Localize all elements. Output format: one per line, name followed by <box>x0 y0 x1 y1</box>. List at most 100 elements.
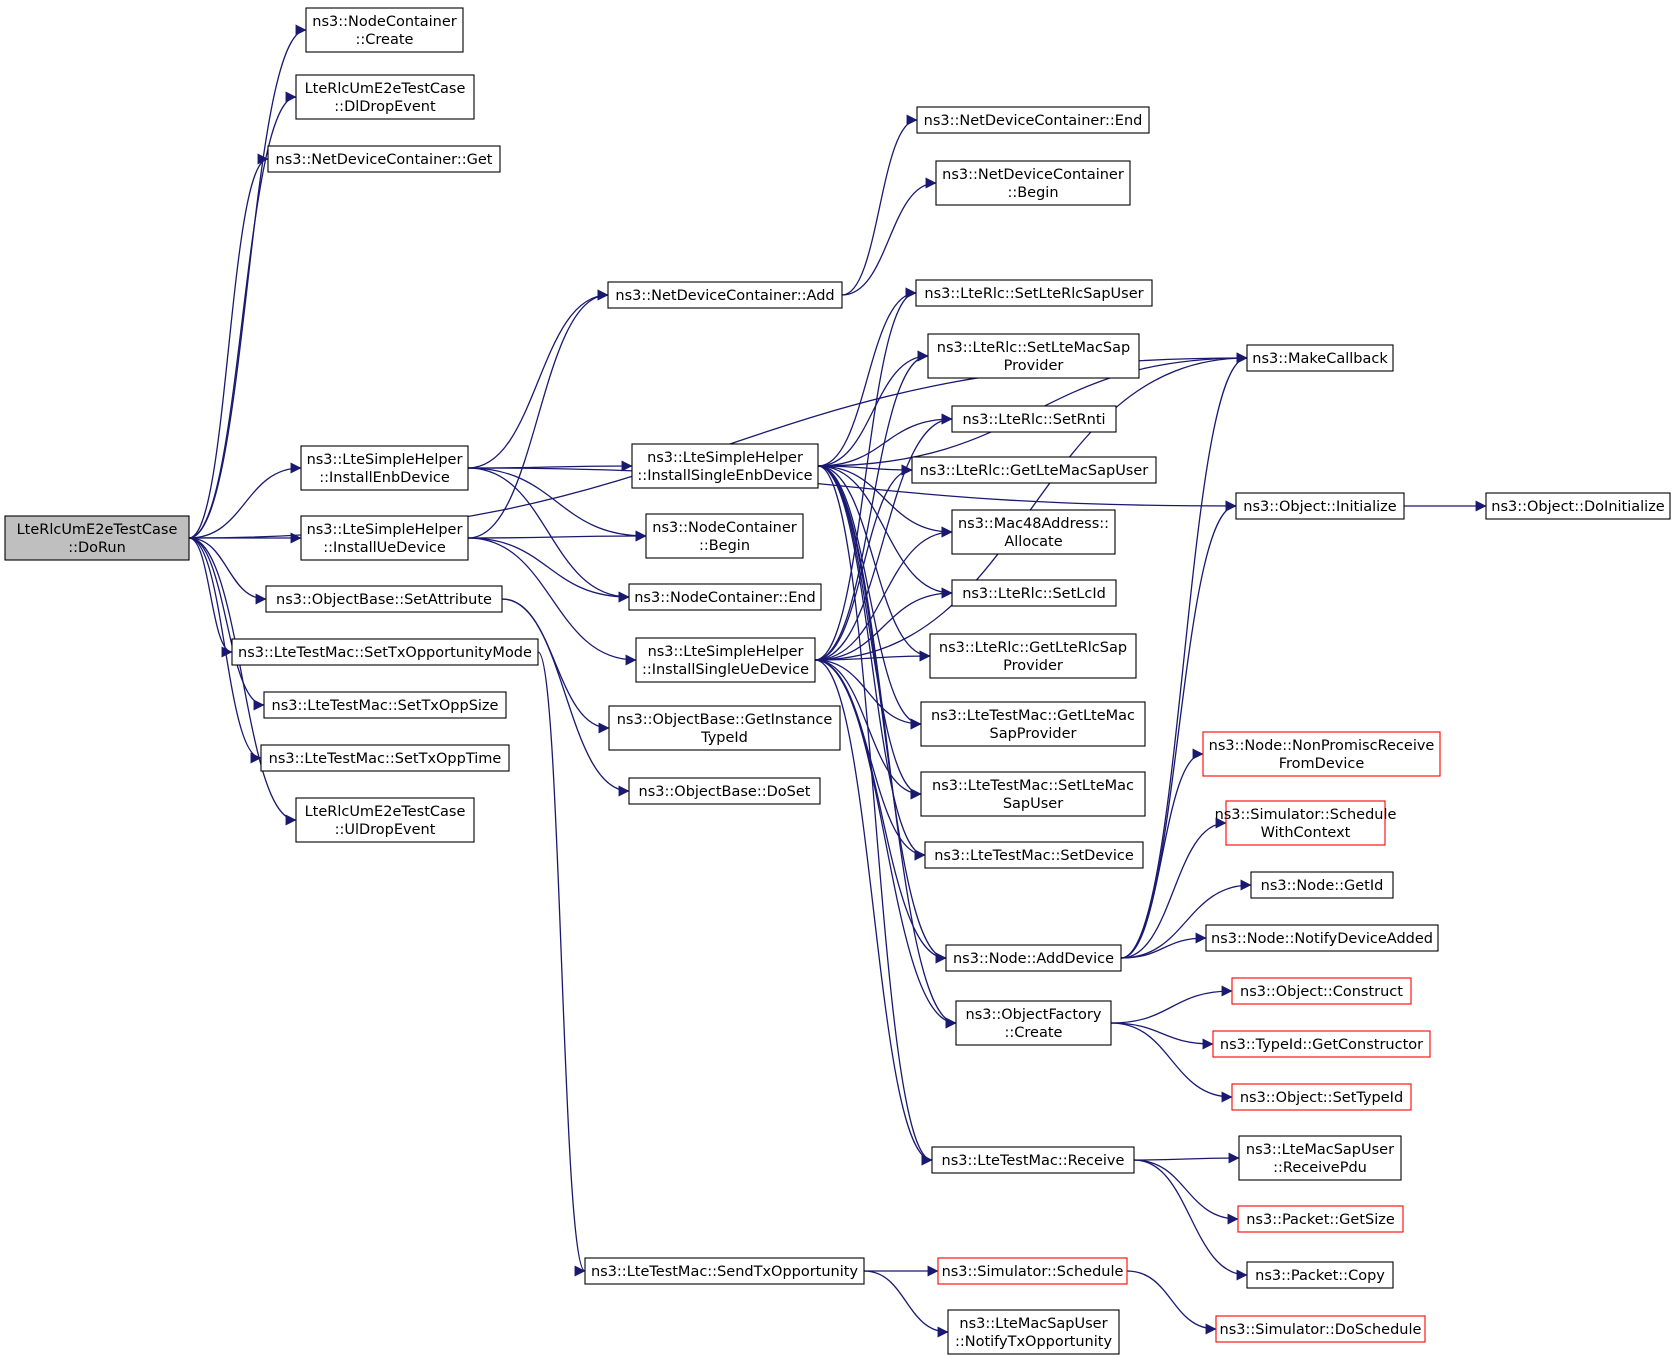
function-node-instUe[interactable]: ns3::LteSimpleHelper::InstallUeDevice <box>300 515 469 561</box>
function-node-box[interactable] <box>300 515 469 561</box>
function-node-dlDrop[interactable]: LteRlcUmE2eTestCase::DlDropEvent <box>295 74 475 120</box>
function-node-box[interactable] <box>937 1257 1128 1285</box>
function-node-box[interactable] <box>911 456 1157 484</box>
function-node-box[interactable] <box>1246 344 1394 372</box>
function-node-ncCreate[interactable]: ns3::NodeContainer::Create <box>305 7 464 53</box>
function-node-instSUe[interactable]: ns3::LteSimpleHelper::InstallSingleUeDev… <box>635 637 816 683</box>
function-node-box[interactable] <box>631 443 819 489</box>
function-node-box[interactable] <box>931 1146 1135 1174</box>
function-node-setTypeId[interactable]: ns3::Object::SetTypeId <box>1231 1083 1412 1111</box>
function-node-objInit[interactable]: ns3::Object::Initialize <box>1235 492 1405 520</box>
function-node-box[interactable] <box>305 7 464 53</box>
function-node-simDoSchedule[interactable]: ns3::Simulator::DoSchedule <box>1215 1315 1426 1343</box>
function-node-getLteMacSapUser[interactable]: ns3::LteRlc::GetLteMacSapUser <box>911 456 1157 484</box>
function-node-box[interactable] <box>300 445 469 491</box>
function-node-box[interactable] <box>935 160 1131 206</box>
function-node-box[interactable] <box>951 405 1117 433</box>
function-node-box[interactable] <box>295 74 475 120</box>
function-node-box[interactable] <box>1231 1083 1412 1111</box>
function-node-box[interactable] <box>1212 1030 1431 1058</box>
function-node-box[interactable] <box>608 705 841 751</box>
function-node-simSchedule[interactable]: ns3::Simulator::Schedule <box>937 1257 1128 1285</box>
function-node-box[interactable] <box>1205 924 1439 952</box>
function-node-pktCopy[interactable]: ns3::Packet::Copy <box>1246 1261 1394 1289</box>
function-node-notifyTxOpp[interactable]: ns3::LteMacSapUser::NotifyTxOpportunity <box>947 1309 1120 1355</box>
function-node-setAttr[interactable]: ns3::ObjectBase::SetAttribute <box>265 585 503 613</box>
function-node-ndcGet[interactable]: ns3::NetDeviceContainer::Get <box>267 145 501 173</box>
function-node-box[interactable] <box>231 638 539 666</box>
function-node-box[interactable] <box>4 515 190 561</box>
function-node-box[interactable] <box>955 1000 1112 1046</box>
function-node-box[interactable] <box>628 583 822 611</box>
function-node-nodeGetId[interactable]: ns3::Node::GetId <box>1250 871 1394 899</box>
function-node-box[interactable] <box>951 509 1116 555</box>
function-node-box[interactable] <box>1485 492 1671 520</box>
function-node-box[interactable] <box>951 579 1117 607</box>
function-node-box[interactable] <box>260 744 510 772</box>
function-node-box[interactable] <box>1235 492 1405 520</box>
function-node-box[interactable] <box>924 841 1144 869</box>
function-node-box[interactable] <box>945 944 1122 972</box>
function-node-nodeAddDevice[interactable]: ns3::Node::AddDevice <box>945 944 1122 972</box>
function-node-box[interactable] <box>1250 871 1394 899</box>
function-node-box[interactable] <box>1237 1205 1404 1233</box>
function-node-box[interactable] <box>628 777 821 805</box>
function-node-instSEnb[interactable]: ns3::LteSimpleHelper::InstallSingleEnbDe… <box>631 443 819 489</box>
function-node-pktGetSize[interactable]: ns3::Packet::GetSize <box>1237 1205 1404 1233</box>
function-node-setTxOppTime[interactable]: ns3::LteTestMac::SetTxOppTime <box>260 744 510 772</box>
function-node-macAlloc[interactable]: ns3::Mac48Address::Allocate <box>951 509 1116 555</box>
function-node-ndcAdd[interactable]: ns3::NetDeviceContainer::Add <box>607 281 843 309</box>
function-node-box[interactable] <box>947 1309 1120 1355</box>
function-node-box[interactable] <box>1225 800 1386 846</box>
function-node-box[interactable] <box>267 145 501 173</box>
function-node-box[interactable] <box>607 281 843 309</box>
function-node-box[interactable] <box>916 106 1150 134</box>
function-node-setLcId[interactable]: ns3::LteRlc::SetLcId <box>951 579 1117 607</box>
function-node-doSet[interactable]: ns3::ObjectBase::DoSet <box>628 777 821 805</box>
function-node-ofCreate[interactable]: ns3::ObjectFactory::Create <box>955 1000 1112 1046</box>
function-node-box[interactable] <box>263 691 507 719</box>
function-node-objDoInit[interactable]: ns3::Object::DoInitialize <box>1485 492 1671 520</box>
function-node-box[interactable] <box>1238 1135 1402 1181</box>
function-node-box[interactable] <box>295 797 475 843</box>
function-node-box[interactable] <box>645 513 804 559</box>
function-node-sendTxOpp[interactable]: ns3::LteTestMac::SendTxOpportunity <box>584 1257 865 1285</box>
function-node-ncEnd[interactable]: ns3::NodeContainer::End <box>628 583 822 611</box>
function-node-box[interactable] <box>920 701 1146 747</box>
function-node-ndcEnd[interactable]: ns3::NetDeviceContainer::End <box>916 106 1150 134</box>
function-node-tmReceive[interactable]: ns3::LteTestMac::Receive <box>931 1146 1135 1174</box>
function-node-box[interactable] <box>1202 731 1441 777</box>
function-node-box[interactable] <box>920 771 1146 817</box>
function-node-setRnti[interactable]: ns3::LteRlc::SetRnti <box>951 405 1117 433</box>
function-node-box[interactable] <box>1215 1315 1426 1343</box>
function-node-notifyDevAdded[interactable]: ns3::Node::NotifyDeviceAdded <box>1205 924 1439 952</box>
function-node-box[interactable] <box>635 637 816 683</box>
function-node-ncBegin[interactable]: ns3::NodeContainer::Begin <box>645 513 804 559</box>
function-node-box[interactable] <box>915 279 1153 307</box>
function-node-objConstruct[interactable]: ns3::Object::Construct <box>1231 977 1412 1005</box>
function-node-setTxOppSize[interactable]: ns3::LteTestMac::SetTxOppSize <box>263 691 507 719</box>
function-node-box[interactable] <box>929 633 1137 679</box>
function-node-receivePdu[interactable]: ns3::LteMacSapUser::ReceivePdu <box>1238 1135 1402 1181</box>
function-node-ndcBegin[interactable]: ns3::NetDeviceContainer::Begin <box>935 160 1131 206</box>
function-node-ulDrop[interactable]: LteRlcUmE2eTestCase::UlDropEvent <box>295 797 475 843</box>
function-node-box[interactable] <box>584 1257 865 1285</box>
function-node-instEnb[interactable]: ns3::LteSimpleHelper::InstallEnbDevice <box>300 445 469 491</box>
function-node-box[interactable] <box>1246 1261 1394 1289</box>
function-node-setLteRlcSapUser[interactable]: ns3::LteRlc::SetLteRlcSapUser <box>915 279 1153 307</box>
function-node-tmSetDevice[interactable]: ns3::LteTestMac::SetDevice <box>924 841 1144 869</box>
function-node-box[interactable] <box>927 333 1140 379</box>
function-node-makeCallback[interactable]: ns3::MakeCallback <box>1246 344 1394 372</box>
function-node-box[interactable] <box>1231 977 1412 1005</box>
function-node-box[interactable] <box>265 585 503 613</box>
function-node-setTxOppMode[interactable]: ns3::LteTestMac::SetTxOpportunityMode <box>231 638 539 666</box>
function-node-getConstructor[interactable]: ns3::TypeId::GetConstructor <box>1212 1030 1431 1058</box>
function-node-doRun[interactable]: LteRlcUmE2eTestCase::DoRun <box>4 515 190 561</box>
